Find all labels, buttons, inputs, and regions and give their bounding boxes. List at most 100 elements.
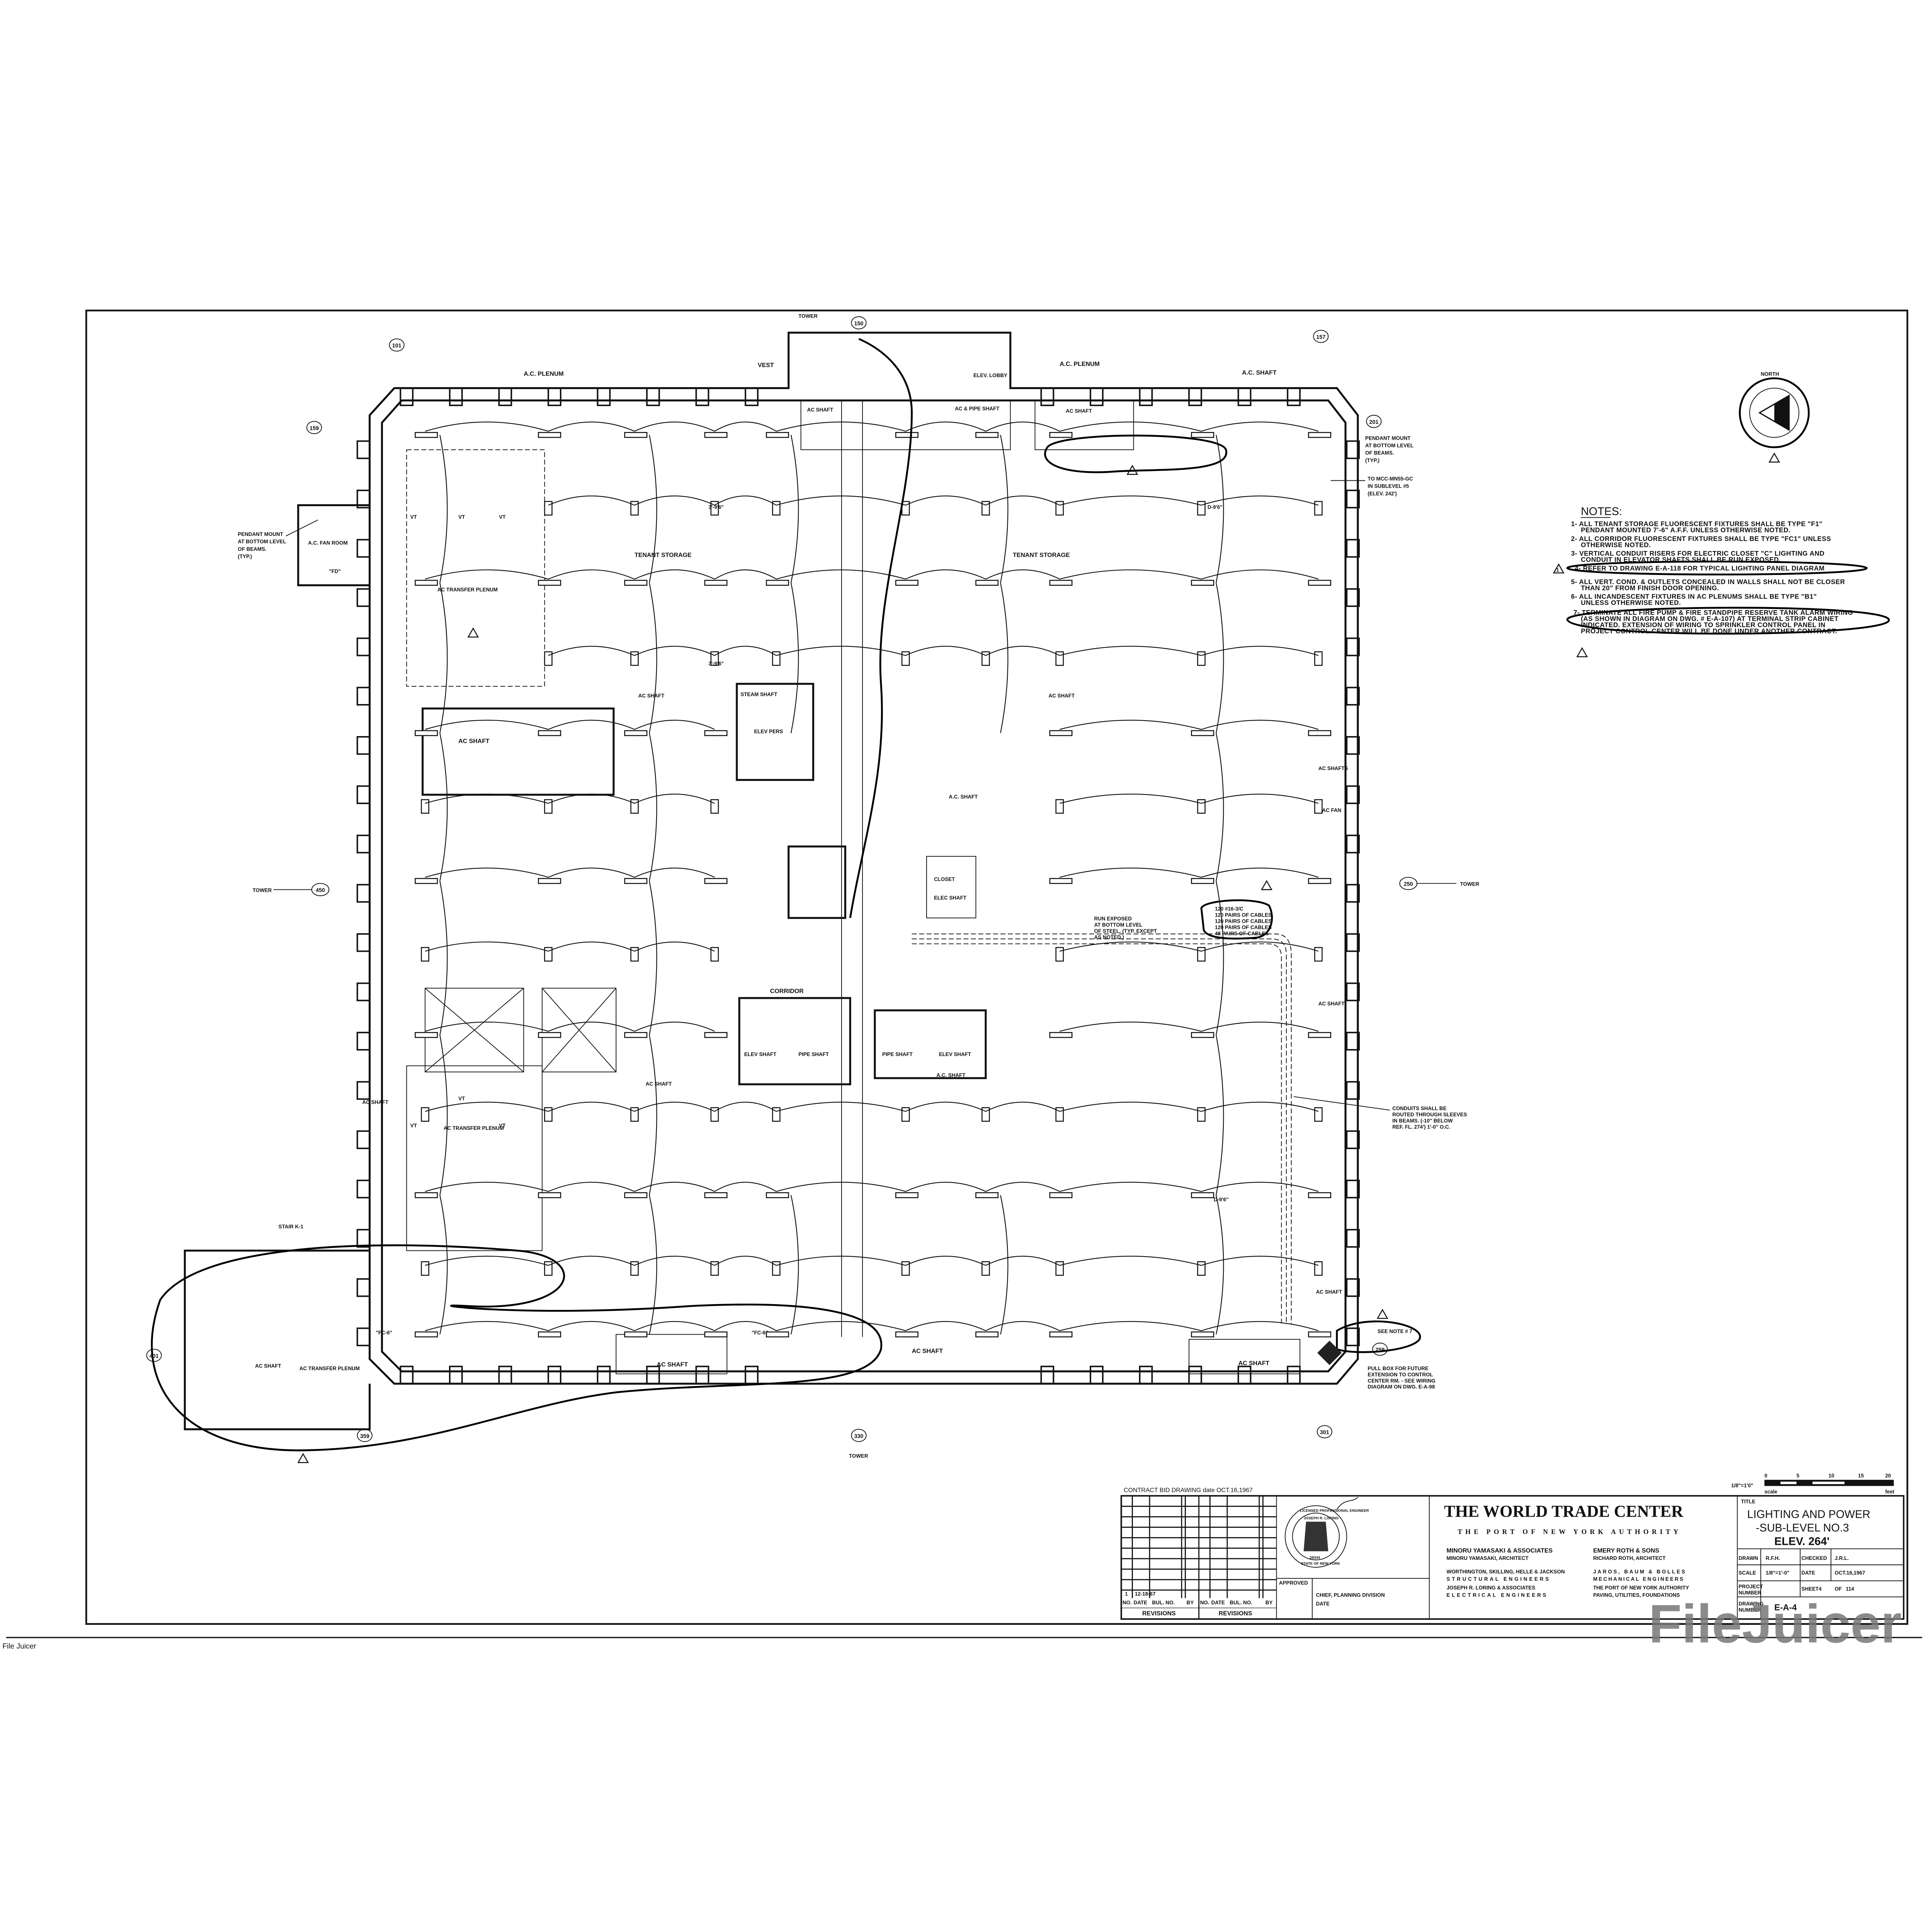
circuit-wire	[649, 1195, 657, 1335]
drawing-text: PENDANT MOUNTED 7'-6" A.F.F. UNLESS OTHE…	[1581, 526, 1791, 534]
structural-column	[1346, 736, 1360, 755]
drawing-text: (TYP.)	[1365, 457, 1379, 463]
structural-column	[1346, 1278, 1360, 1297]
drawing-text: LICENSED PROFESSIONAL ENGINEER	[1300, 1509, 1369, 1513]
room-label: A.C. SHAFT	[1242, 369, 1277, 376]
junction-box	[544, 947, 553, 962]
circuit-wire	[1060, 569, 1202, 580]
circuit-wire	[1201, 1321, 1319, 1331]
circuit-wire	[714, 1182, 777, 1192]
room-label: AC SHAFTS	[1318, 765, 1348, 771]
structural-column	[449, 387, 463, 406]
drawing-text: SCALE	[1738, 1570, 1756, 1576]
drawing-text: 5- ALL VERT. COND. & OUTLETS CONCEALED I…	[1571, 578, 1845, 585]
grid-bubble-401: 401	[146, 1349, 162, 1362]
junction-box	[1197, 1261, 1206, 1276]
drawing-text: JOSEPH R. LORING	[1304, 1516, 1339, 1520]
callout-cables: 120 #16-3/C 120 PAIRS OF CABLES 120 PAIR…	[1215, 906, 1272, 937]
structural-column	[1346, 539, 1360, 558]
fixture-tag: VT	[410, 1123, 417, 1129]
room-label: AC SHAFT	[912, 1348, 943, 1354]
drawing-text: OTHERWISE NOTED.	[1581, 541, 1651, 549]
room-label: A.C. PLENUM	[1060, 361, 1100, 367]
fixture-tag: D-9'6"	[1208, 504, 1223, 510]
ac-transfer-plenum-upper	[406, 449, 545, 687]
callout-see-note: SEE NOTE # 7	[1378, 1328, 1412, 1334]
drawing-text: 120 PAIRS OF CABLES	[1215, 918, 1272, 924]
junction-box	[421, 1261, 429, 1276]
drawing-text: 150	[854, 321, 864, 327]
junction-box	[544, 1261, 553, 1276]
circuit-wire	[1060, 794, 1202, 804]
circuit-wire	[1060, 1321, 1202, 1331]
structural-column	[356, 1327, 371, 1347]
circuit-wire	[634, 569, 715, 580]
owner-title: THE PORT OF NEW YORK AUTHORITY	[1458, 1528, 1681, 1536]
circuit-wire	[634, 1022, 715, 1032]
light-fixture	[1191, 1331, 1214, 1338]
drawing-text: IN SUBLEVEL #5	[1368, 483, 1409, 489]
grid-bubble-157: 157	[1313, 330, 1329, 343]
light-fixture	[415, 1032, 438, 1038]
structural-column	[498, 387, 512, 406]
circuit-wire	[548, 569, 635, 580]
circuit-wire	[425, 867, 549, 878]
junction-box	[544, 501, 553, 516]
light-fixture	[538, 432, 561, 438]
drawing-text: AT BOTTOM LEVEL	[238, 539, 286, 544]
structural-column	[356, 933, 371, 952]
structural-column	[356, 1032, 371, 1051]
structural-column	[1346, 1032, 1360, 1051]
junction-box	[630, 947, 639, 962]
junction-box	[1314, 1261, 1323, 1276]
circuit-wire	[985, 646, 1060, 656]
elevator-shaft-room	[874, 1009, 987, 1079]
drawing-text: RUN EXPOSED	[1094, 916, 1132, 922]
structural-column	[548, 1366, 561, 1384]
circuit-wire	[425, 1182, 549, 1192]
junction-box	[421, 799, 429, 814]
drawing-text: 1- ALL TENANT STORAGE FLUORESCENT FIXTUR…	[1571, 520, 1823, 528]
drawing-text: (AS SHOWN IN DIAGRAM ON DWG. # E-A-107) …	[1581, 615, 1838, 622]
drawing-text: 157	[1316, 334, 1325, 340]
circuit-wire	[791, 435, 799, 583]
junction-box	[1314, 947, 1323, 962]
drawing-text: BUL. NO.	[1230, 1600, 1252, 1605]
circuit-wire	[1000, 435, 1009, 583]
circuit-wire	[905, 1255, 986, 1266]
circuit-wire	[548, 646, 635, 656]
drawing-text: DIAGRAM ON DWG. E-A-98	[1368, 1384, 1435, 1390]
drawing-text: DATE	[1134, 1600, 1147, 1605]
structural-column	[356, 1179, 371, 1199]
shaft-row-top	[800, 400, 1011, 450]
circuit-wire	[1060, 1021, 1202, 1032]
junction-box	[981, 1261, 990, 1276]
junction-box	[710, 1261, 719, 1276]
circuit-wire	[1060, 1182, 1202, 1192]
structural-column	[356, 1130, 371, 1149]
elevator-pipe-shaft-room	[738, 997, 851, 1085]
stair-area-wall	[184, 1250, 371, 1430]
structural-column	[646, 387, 660, 406]
fixture-tag: 3'-9'6"	[709, 661, 724, 667]
project-title: THE WORLD TRADE CENTER	[1444, 1502, 1684, 1520]
drawing-text: AS NOTED.)	[1094, 934, 1124, 940]
drawing-text: DATE	[1316, 1601, 1330, 1607]
circuit-wire	[649, 733, 657, 881]
structural-column	[1346, 490, 1360, 509]
circuit-wire	[714, 422, 777, 432]
revision-cloud-tsc	[1336, 1320, 1421, 1353]
structural-column	[356, 440, 371, 459]
drawing-text: STRUCTURAL ENGINEERS	[1447, 1576, 1551, 1582]
structural-column	[1346, 1327, 1360, 1347]
circuit-wire	[425, 1255, 549, 1266]
room-label: STAIR K-1	[279, 1224, 304, 1230]
junction-box	[421, 1107, 429, 1122]
circuit-wire	[985, 1182, 1060, 1192]
fixture-tag: VT	[499, 1123, 506, 1129]
light-fixture	[1191, 1192, 1214, 1198]
circuit-wire	[425, 1102, 549, 1112]
